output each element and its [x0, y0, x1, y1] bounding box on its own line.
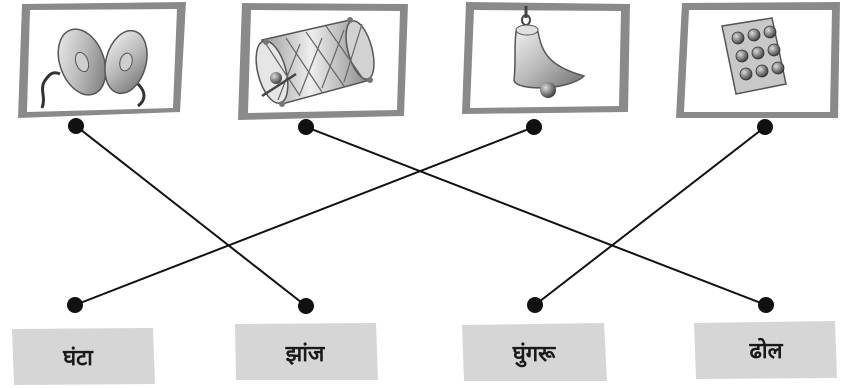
label-box-dhol: ढोल: [694, 321, 837, 379]
match-line-ghungroo: [534, 126, 766, 306]
label-box-jhanj: झांज: [235, 323, 378, 380]
drum-icon: [255, 17, 375, 107]
label-text-ghungroo: घुंगरू: [512, 342, 556, 368]
picture-card-ghungroo: [676, 2, 840, 118]
match-line-cymbals: [75, 125, 307, 307]
ghungroo-icon: [721, 17, 787, 95]
label-dot-ghanta[interactable]: [67, 297, 83, 313]
label-text-ghanta: घंटा: [62, 346, 94, 371]
label-dot-ghungroo[interactable]: [527, 297, 543, 313]
label-box-ghungroo: घुंगरू: [462, 323, 607, 381]
label-text-dhol: ढोल: [748, 337, 783, 364]
label-dot-dhol[interactable]: [758, 297, 774, 313]
cymbals-icon: [40, 28, 148, 109]
bell-icon: [513, 6, 586, 98]
label-dot-jhanj[interactable]: [298, 298, 314, 314]
match-line-bell: [74, 126, 535, 306]
label-box-ghanta: घंटा: [12, 328, 155, 385]
match-line-drum: [305, 126, 767, 306]
picture-card-bell: [462, 2, 630, 114]
label-text-jhanj: झांज: [285, 342, 326, 367]
picture-card-cymbals: [18, 2, 186, 118]
picture-card-drum: [238, 3, 408, 120]
